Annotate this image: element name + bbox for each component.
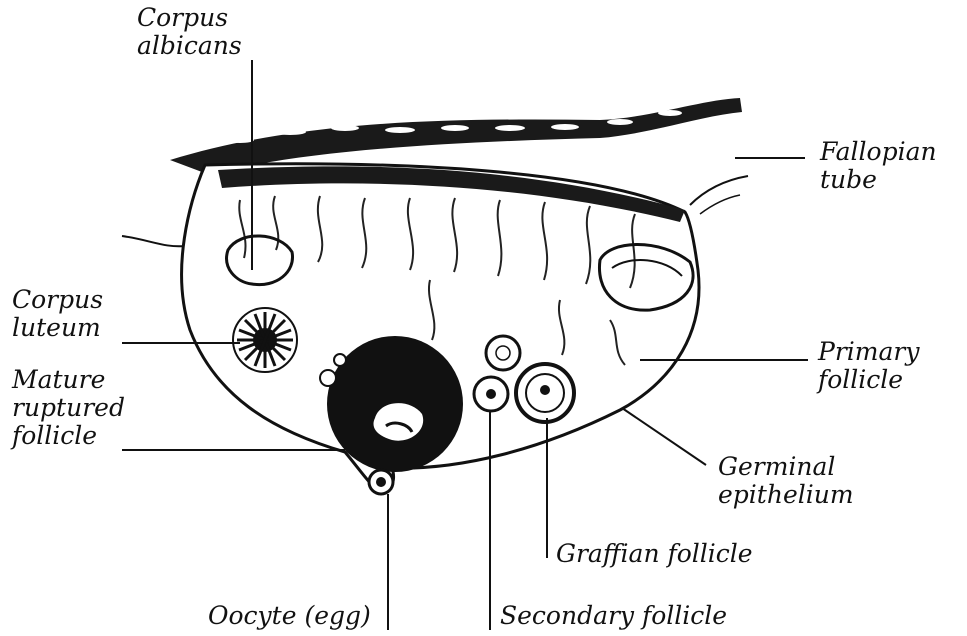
label-fallopian-tube: Fallopian tube — [820, 138, 937, 194]
label-corpus-albicans: Corpus albicans — [137, 4, 242, 60]
label-graafian-follicle: Graffian follicle — [556, 540, 753, 568]
label-oocyte: Oocyte (egg) — [208, 602, 371, 630]
primary-follicle — [486, 336, 520, 370]
ligament-left — [122, 236, 185, 246]
tube-fimbria-right — [690, 176, 748, 205]
corpus-luteum — [233, 308, 297, 372]
label-primary-follicle: Primary follicle — [818, 338, 919, 394]
graafian-follicle — [516, 364, 574, 422]
label-mature-ruptured-follicle: Mature ruptured follicle — [12, 366, 125, 450]
mature-ruptured-follicle — [327, 336, 463, 472]
oocyte-egg — [369, 470, 393, 494]
label-secondary-follicle: Secondary follicle — [500, 602, 727, 630]
label-corpus-luteum: Corpus luteum — [12, 286, 103, 342]
label-germinal-epithelium: Germinal epithelium — [718, 453, 854, 509]
leader-germinal-epithelium — [622, 408, 706, 465]
secondary-follicle — [474, 377, 508, 411]
